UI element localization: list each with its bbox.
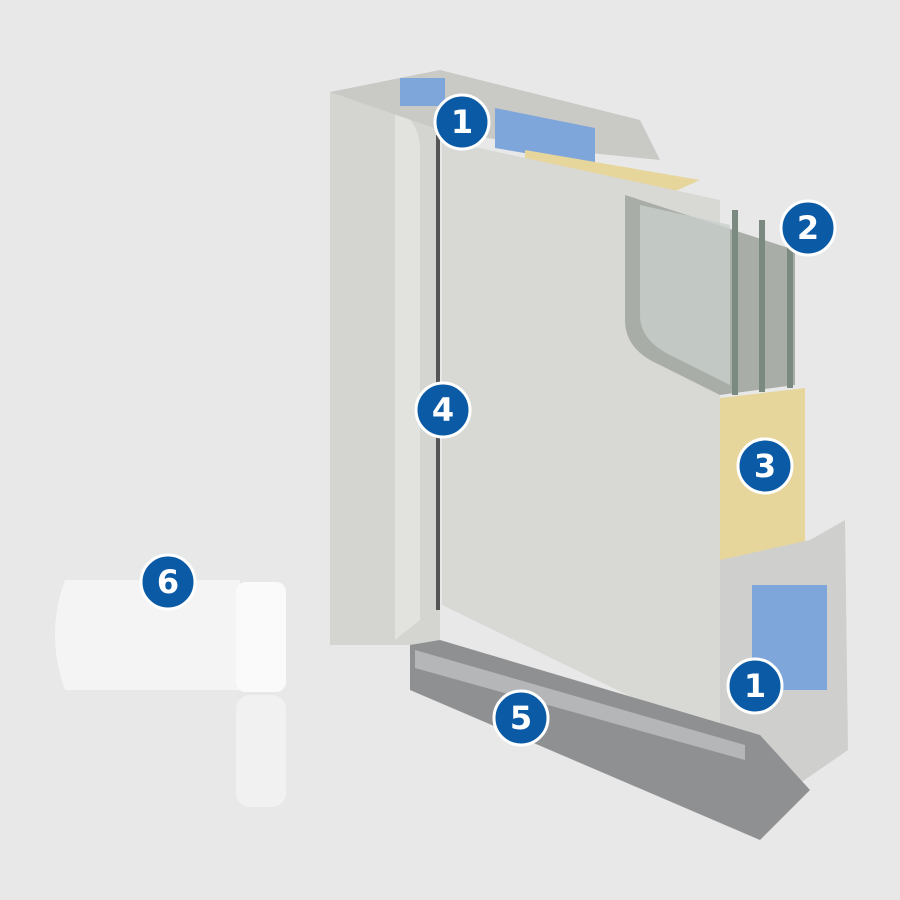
callout-label: 6 (157, 563, 179, 601)
callout-5: 5 (492, 689, 550, 747)
callout-3: 3 (736, 437, 794, 495)
hinge-pin (236, 695, 286, 807)
callout-1-bottom: 1 (726, 657, 784, 715)
threshold-highlight (415, 650, 745, 760)
callout-label: 2 (797, 209, 819, 247)
glass-pane (640, 205, 730, 385)
callout-2: 2 (779, 199, 837, 257)
callout-label: 4 (432, 391, 454, 429)
callout-4: 4 (414, 381, 472, 439)
top-insulation (525, 150, 700, 198)
callout-label: 1 (451, 103, 473, 141)
callout-label: 1 (744, 667, 766, 705)
frame-profile-rounded-edge (395, 110, 420, 640)
hinge-leaf (55, 580, 240, 690)
frame-profile (330, 80, 440, 645)
callout-1-top: 1 (433, 93, 491, 151)
top-steel-reinforcement-2 (495, 108, 595, 165)
callout-label: 5 (510, 699, 532, 737)
top-steel-reinforcement (400, 78, 445, 106)
callout-6: 6 (139, 553, 197, 611)
hinge-barrel (236, 582, 286, 692)
callout-label: 3 (754, 447, 776, 485)
